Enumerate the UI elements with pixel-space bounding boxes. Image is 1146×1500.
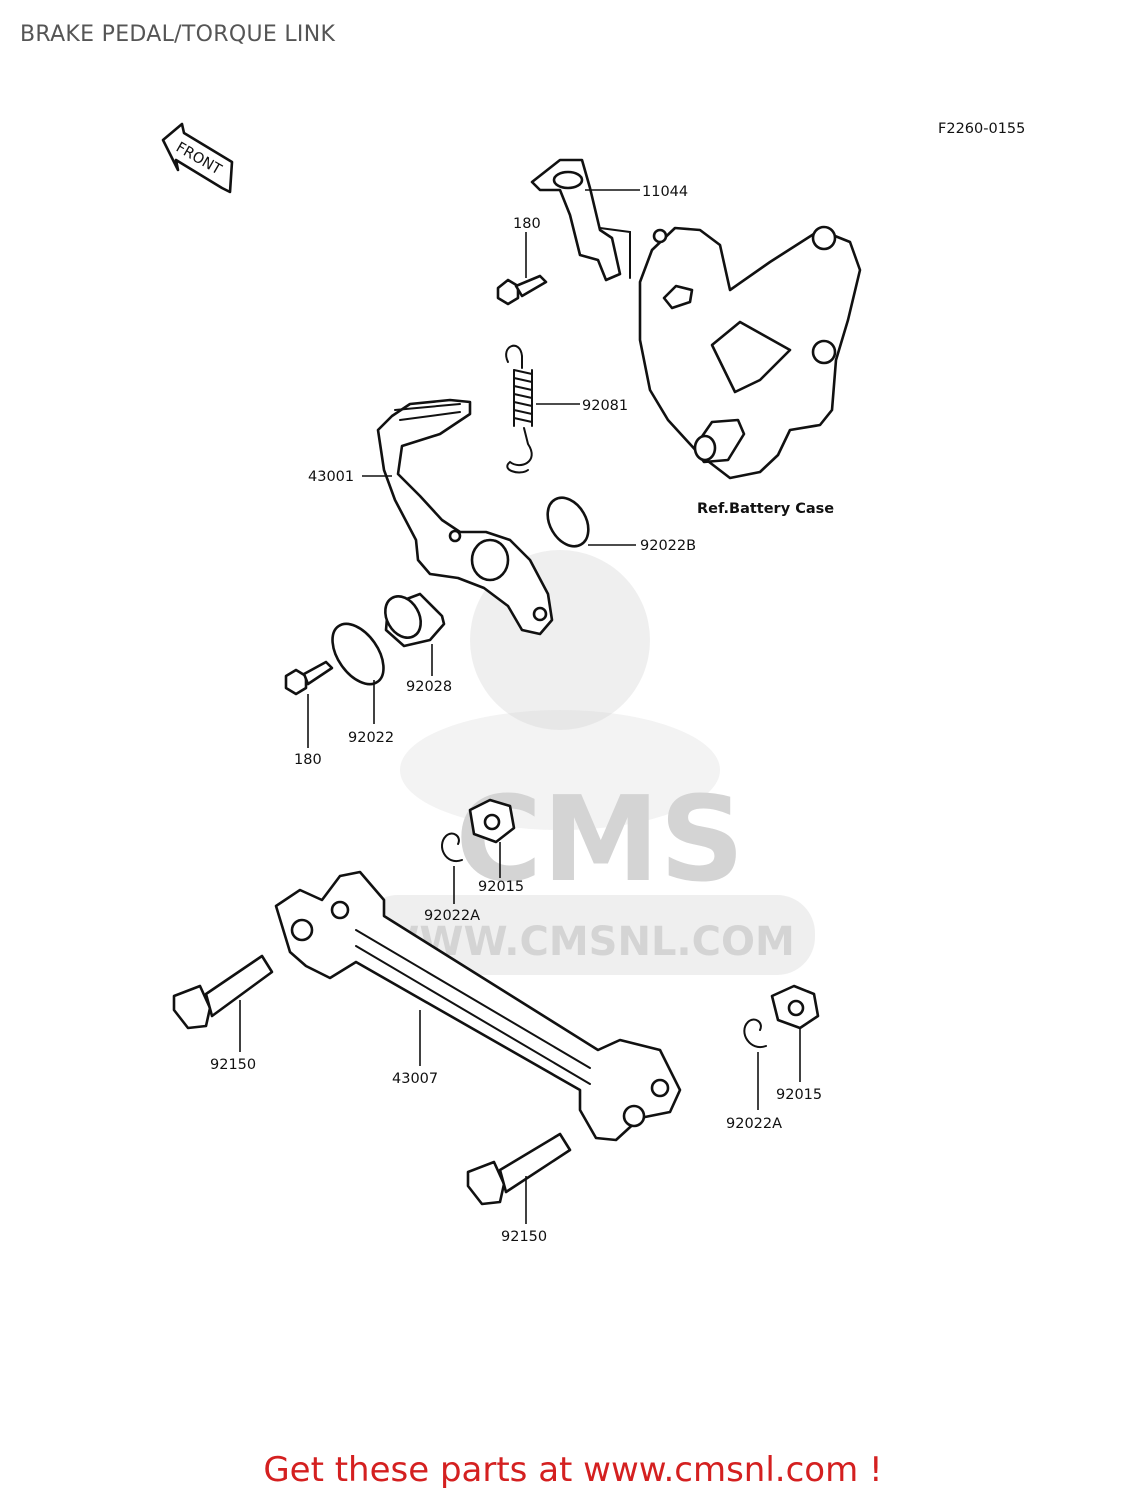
label-11044: 11044 — [642, 184, 688, 200]
label-43001: 43001 — [308, 469, 354, 485]
bolt-180-bottom — [284, 660, 334, 696]
watermark-url-banner — [360, 895, 815, 975]
bracket-11044 — [530, 158, 631, 282]
get-parts-link[interactable]: Get these parts at www.cmsnl.com ! — [263, 1450, 883, 1490]
label-180-top: 180 — [513, 216, 541, 232]
label-92022: 92022 — [348, 730, 394, 746]
washer-92022 — [331, 622, 385, 686]
label-92015-top: 92015 — [478, 879, 524, 895]
label-92015-right: 92015 — [776, 1087, 822, 1103]
bolt-92150-left — [172, 954, 274, 1030]
collar-92028 — [384, 592, 446, 648]
torque-link-43007 — [274, 870, 682, 1142]
battery-case-bracket — [638, 225, 862, 480]
label-92022A-right: 92022A — [726, 1116, 782, 1132]
front-arrow-icon: FRONT — [161, 122, 234, 194]
watermark-brand-text: CMS — [455, 770, 744, 908]
label-92028: 92028 — [406, 679, 452, 695]
nut-92015-top — [468, 798, 516, 844]
label-92022A-top: 92022A — [424, 908, 480, 924]
label-92150-bottom: 92150 — [501, 1229, 547, 1245]
label-92081: 92081 — [582, 398, 628, 414]
watermark: CMS WWW.CMSNL.COM — [360, 550, 815, 975]
diagram-code: F2260-0155 — [938, 121, 1025, 137]
label-92022B: 92022B — [640, 538, 696, 554]
bolt-92150-bottom — [466, 1132, 572, 1206]
spring-92081 — [505, 344, 533, 474]
nut-92015-right — [770, 984, 820, 1030]
label-180-bottom: 180 — [294, 752, 322, 768]
label-92150-left: 92150 — [210, 1057, 256, 1073]
watermark-mascot-body — [400, 710, 720, 830]
label-43007: 43007 — [392, 1071, 438, 1087]
reference-note: Ref.Battery Case — [697, 501, 834, 517]
clip-92022A-right — [743, 1018, 767, 1049]
bolt-180-top — [496, 274, 548, 306]
page-title: BRAKE PEDAL/TORQUE LINK — [20, 22, 336, 47]
clip-92022A-top — [441, 832, 463, 863]
washer-92022B — [546, 496, 590, 548]
brake-pedal-43001 — [376, 398, 554, 636]
